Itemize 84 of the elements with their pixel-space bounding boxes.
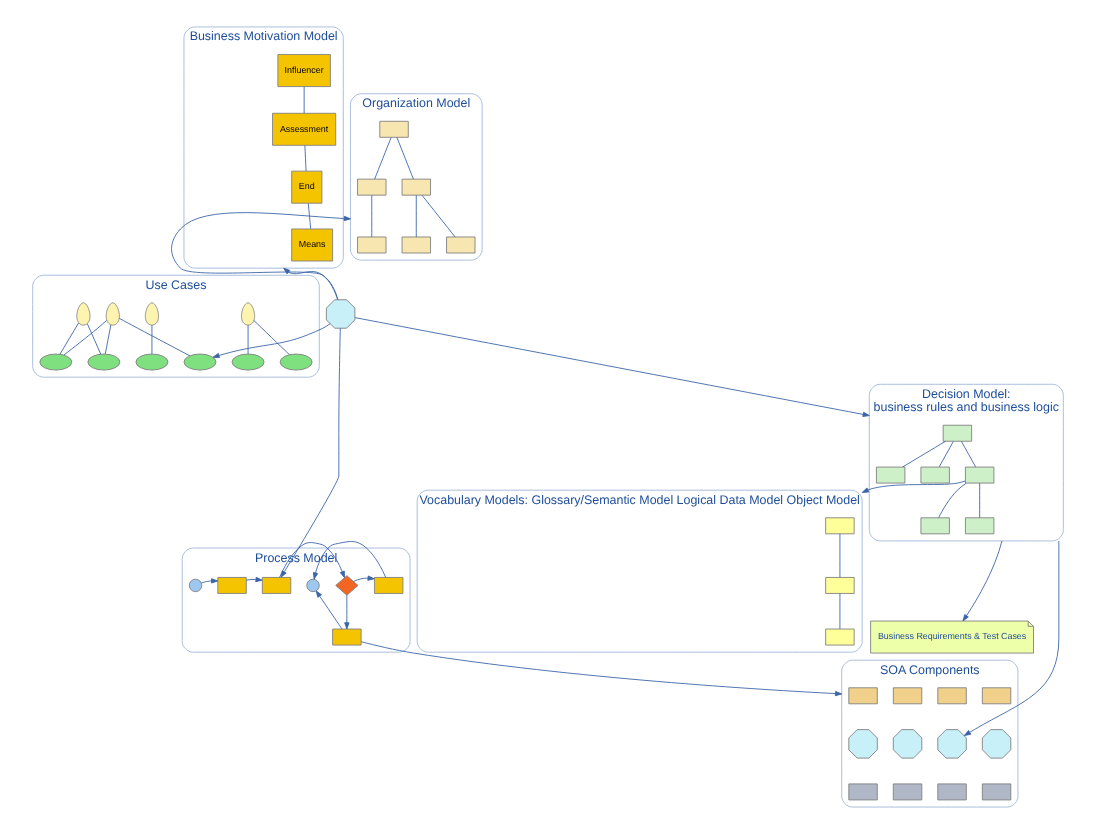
node-ellipse xyxy=(230,353,264,371)
arrow xyxy=(200,578,218,584)
node-box xyxy=(980,783,1011,801)
connector xyxy=(937,441,953,468)
connector xyxy=(395,137,413,180)
node-person xyxy=(143,302,158,326)
node-box xyxy=(963,466,994,484)
node-box xyxy=(331,628,361,646)
node-box xyxy=(824,628,854,646)
node-box xyxy=(874,466,905,484)
node-box xyxy=(941,424,972,442)
arrow xyxy=(353,317,869,417)
connector xyxy=(252,320,289,355)
node-box xyxy=(936,687,966,705)
arrow xyxy=(860,480,965,493)
connector xyxy=(901,440,945,468)
node-box xyxy=(373,577,403,594)
arrow xyxy=(211,323,330,358)
node-person xyxy=(240,302,255,326)
arrow xyxy=(170,212,350,300)
connector xyxy=(58,322,79,355)
node-ellipse xyxy=(182,353,216,371)
node-box xyxy=(356,178,386,196)
arrow xyxy=(359,641,842,697)
node-octagon xyxy=(324,299,355,329)
node-box xyxy=(847,783,877,801)
node-diamond xyxy=(334,575,358,596)
node-box xyxy=(378,120,408,138)
connector xyxy=(150,324,152,355)
connector xyxy=(103,324,111,355)
node-box xyxy=(400,236,430,254)
node-box xyxy=(400,178,430,196)
connector xyxy=(302,86,304,114)
connector xyxy=(838,593,840,630)
arrow xyxy=(961,540,1002,622)
node-box xyxy=(963,517,994,535)
connector xyxy=(85,323,101,355)
node-circle xyxy=(305,578,319,593)
connector xyxy=(937,482,966,519)
arrow xyxy=(343,594,349,630)
node-box xyxy=(919,466,949,484)
node-box xyxy=(824,577,854,594)
connector xyxy=(414,194,416,238)
node-box xyxy=(891,783,922,801)
connector xyxy=(420,194,455,238)
node-box xyxy=(936,783,966,801)
node-box xyxy=(847,687,877,705)
arrow xyxy=(244,576,262,583)
arrow xyxy=(352,575,374,582)
arrow xyxy=(278,542,344,579)
node-octagon xyxy=(980,729,1011,759)
node-ellipse xyxy=(86,353,120,371)
connector xyxy=(303,145,306,172)
connector xyxy=(246,324,248,355)
connector xyxy=(960,441,976,468)
node-circle xyxy=(187,578,202,593)
node-octagon xyxy=(891,729,922,759)
node-person xyxy=(104,302,119,326)
node-box xyxy=(824,517,854,535)
arrow xyxy=(279,327,340,578)
node-box xyxy=(260,577,291,594)
node-octagon xyxy=(936,729,966,759)
connector xyxy=(838,533,840,578)
node-box xyxy=(356,236,386,254)
node-box xyxy=(980,687,1011,705)
node-box xyxy=(891,687,922,705)
node-box xyxy=(216,577,246,594)
connector xyxy=(370,194,372,238)
connector xyxy=(373,137,391,180)
connector xyxy=(117,317,190,357)
arrow xyxy=(311,541,386,580)
arrow xyxy=(282,267,338,300)
node-octagon xyxy=(847,729,877,759)
connector xyxy=(978,482,980,519)
node-ellipse xyxy=(278,353,312,371)
connector xyxy=(62,319,107,356)
node-box xyxy=(919,517,949,535)
node-box xyxy=(445,236,475,254)
node-ellipse xyxy=(134,353,168,371)
node-ellipse xyxy=(38,353,72,371)
arrow xyxy=(962,540,1059,737)
connector xyxy=(306,202,311,230)
node-person xyxy=(75,302,90,326)
arrow xyxy=(314,590,342,630)
